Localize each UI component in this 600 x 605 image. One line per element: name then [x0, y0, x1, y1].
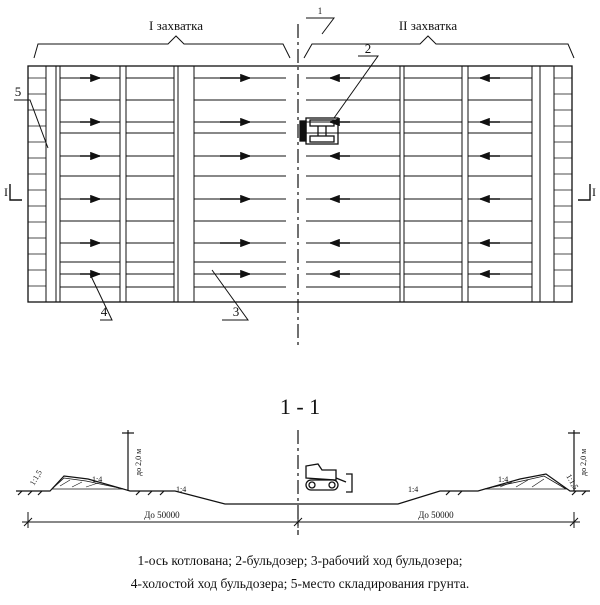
bulldozer-section	[305, 463, 353, 493]
callout-4: 4	[101, 304, 108, 319]
section-marks	[9, 184, 591, 201]
plan-grid	[28, 66, 572, 302]
slope-left-outer: 1:1,5	[28, 468, 44, 487]
callout-5: 5	[15, 84, 22, 99]
slope-right-cut: 1:4	[408, 485, 418, 494]
height-label-right: до 2,0 м	[579, 449, 588, 476]
section-title: 1 - 1	[280, 394, 320, 419]
stage-2-label: II захватка	[399, 18, 458, 33]
slope-right-inner: 1:4	[498, 475, 508, 484]
section-profile	[16, 430, 590, 505]
bulldozer-plan	[299, 117, 339, 145]
legend-line-1: 1-ось котлована; 2-бульдозер; 3-рабочий …	[137, 553, 463, 568]
dimension-line	[22, 512, 580, 528]
stage-1-brace	[33, 35, 291, 59]
legend-line-2: 4-холостой ход бульдозера; 5-место склад…	[130, 576, 470, 591]
callout-3: 3	[233, 304, 240, 319]
section-mark-right: I	[592, 185, 596, 199]
callout-2: 2	[365, 41, 372, 56]
plan-view	[27, 24, 575, 535]
section-mark-left: I	[4, 185, 8, 199]
height-label-left: до 2,0 м	[134, 449, 143, 476]
callout-leaders	[14, 17, 379, 321]
dimension-label-left: До 50000	[144, 510, 180, 520]
stage-1-label: I захватка	[149, 18, 203, 33]
slope-left-cut: 1:4	[176, 485, 186, 494]
stage-2-brace	[303, 35, 575, 59]
callout-1: 1	[318, 6, 323, 16]
dimension-label-right: До 50000	[418, 510, 454, 520]
slope-left-inner: 1:4	[92, 475, 102, 484]
pit-outline	[27, 65, 573, 303]
